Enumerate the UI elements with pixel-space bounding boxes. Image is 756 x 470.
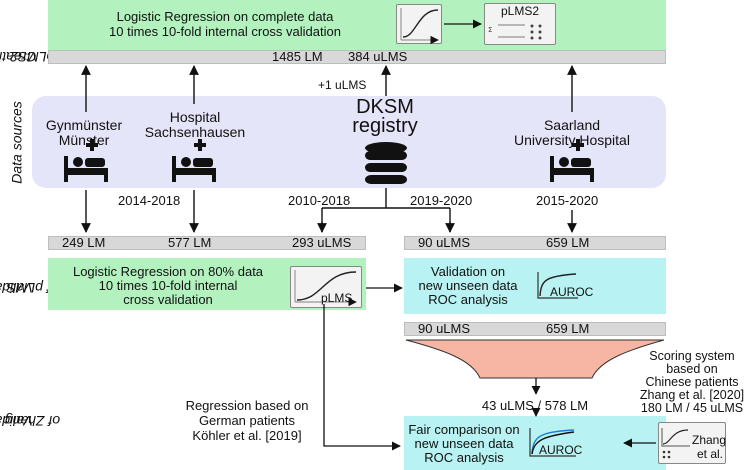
zhang-mini-icon bbox=[661, 428, 690, 459]
validation-line-1: Validation on bbox=[430, 264, 506, 279]
years-saarland: 2015-2020 bbox=[536, 193, 599, 208]
fair-line-1: Fair comparison on bbox=[408, 422, 520, 437]
plms-line-1: Logistic Regression on 80% data bbox=[72, 264, 264, 279]
database-icon bbox=[365, 142, 407, 184]
zhang-label-1: Zhang bbox=[692, 433, 726, 447]
creation-bar-ulms: 384 uLMS bbox=[348, 49, 408, 64]
count-577-lm: 577 LM bbox=[168, 235, 212, 250]
creation-line-1: Logistic Regression on complete data bbox=[116, 9, 334, 24]
imputation-funnel bbox=[405, 339, 665, 379]
left-count-bar bbox=[48, 236, 366, 250]
count-659-lm: 659 LM bbox=[546, 235, 590, 250]
plms-label: pLMS bbox=[321, 291, 352, 305]
creation-panel bbox=[48, 0, 666, 50]
auroc-curve-icon bbox=[537, 272, 578, 299]
creation-bar bbox=[48, 50, 666, 64]
fair-auroc-curve-icon bbox=[529, 428, 576, 457]
dksm-split-lines bbox=[321, 188, 451, 232]
arrow-plms-to-fair bbox=[323, 304, 401, 451]
formula-icon: Σ bbox=[488, 24, 542, 40]
years-dksm-left: 2010-2018 bbox=[288, 193, 351, 208]
svg-text:Σ: Σ bbox=[488, 26, 492, 34]
bed-icon-gyn bbox=[64, 139, 108, 182]
fair-line-3: ROC analysis bbox=[424, 450, 504, 465]
plms2-title: pLMS2 bbox=[500, 4, 540, 18]
bed-icon-hospital bbox=[172, 139, 216, 182]
right-count-bar bbox=[404, 236, 666, 250]
bed-icon-saarland bbox=[550, 139, 594, 182]
plms-line-2: 10 times 10-fold internal bbox=[98, 278, 238, 293]
plus-one-ulms-label: +1 uLMS bbox=[318, 78, 367, 92]
validation-line-3: ROC analysis bbox=[428, 292, 508, 307]
fair-line-2: new unseen data bbox=[414, 436, 514, 451]
plms2-thumbnail bbox=[484, 3, 556, 45]
count-249-lm: 249 LM bbox=[62, 235, 106, 250]
count-90-ulms: 90 uLMS bbox=[418, 235, 471, 250]
plms-sigmoid-icon bbox=[294, 270, 357, 307]
count-659-lm-2: 659 LM bbox=[546, 321, 590, 336]
imputation-result: 43 uLMS / 578 LM bbox=[481, 398, 589, 413]
years-gynmunster: 2014-2018 bbox=[118, 193, 181, 208]
count-293-ulms: 293 uLMS bbox=[292, 235, 352, 250]
years-dksm-right: 2019-2020 bbox=[410, 193, 473, 208]
auroc-label: AUROC bbox=[550, 285, 594, 299]
plms-validation-panel bbox=[404, 258, 666, 314]
sigmoid-icon bbox=[400, 8, 439, 45]
zhang-label-2: et al. bbox=[697, 447, 723, 461]
validation-line-2: new unseen data bbox=[418, 278, 518, 293]
creation-line-2: 10 times 10-fold internal cross validati… bbox=[109, 24, 341, 39]
fair-auroc-label: AUROC bbox=[539, 443, 583, 457]
creation-bar-lm: 1485 LM bbox=[272, 49, 323, 64]
plms-line-3: cross validation bbox=[123, 292, 213, 307]
right-count-bar-2 bbox=[404, 322, 666, 336]
count-90-ulms-2: 90 uLMS bbox=[418, 321, 471, 336]
